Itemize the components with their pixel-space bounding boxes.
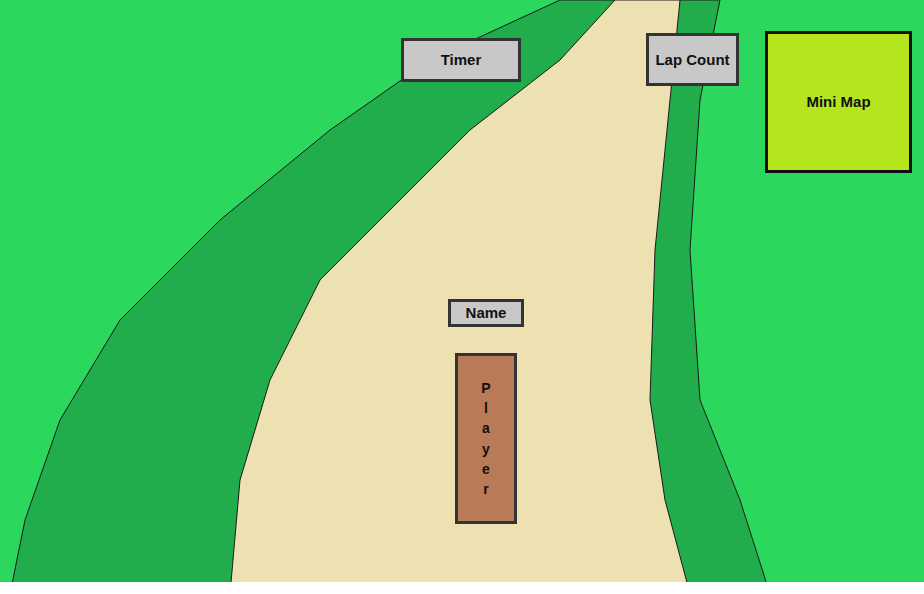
hud-label: Lap Count <box>655 51 729 69</box>
hud-label: Mini Map <box>806 93 870 111</box>
bottom-margin <box>0 582 924 594</box>
mini-map-box: Mini Map <box>765 31 912 173</box>
player-label: Player <box>481 378 491 500</box>
lap-count-box: Lap Count <box>646 33 739 86</box>
track-verge <box>10 0 770 594</box>
timer-box: Timer <box>401 38 521 82</box>
player-sprite: Player <box>455 353 517 524</box>
hud-label: Timer <box>441 51 482 69</box>
name-tag: Name <box>448 299 524 327</box>
hud-label: Name <box>466 304 507 322</box>
dirt-track <box>230 0 690 594</box>
